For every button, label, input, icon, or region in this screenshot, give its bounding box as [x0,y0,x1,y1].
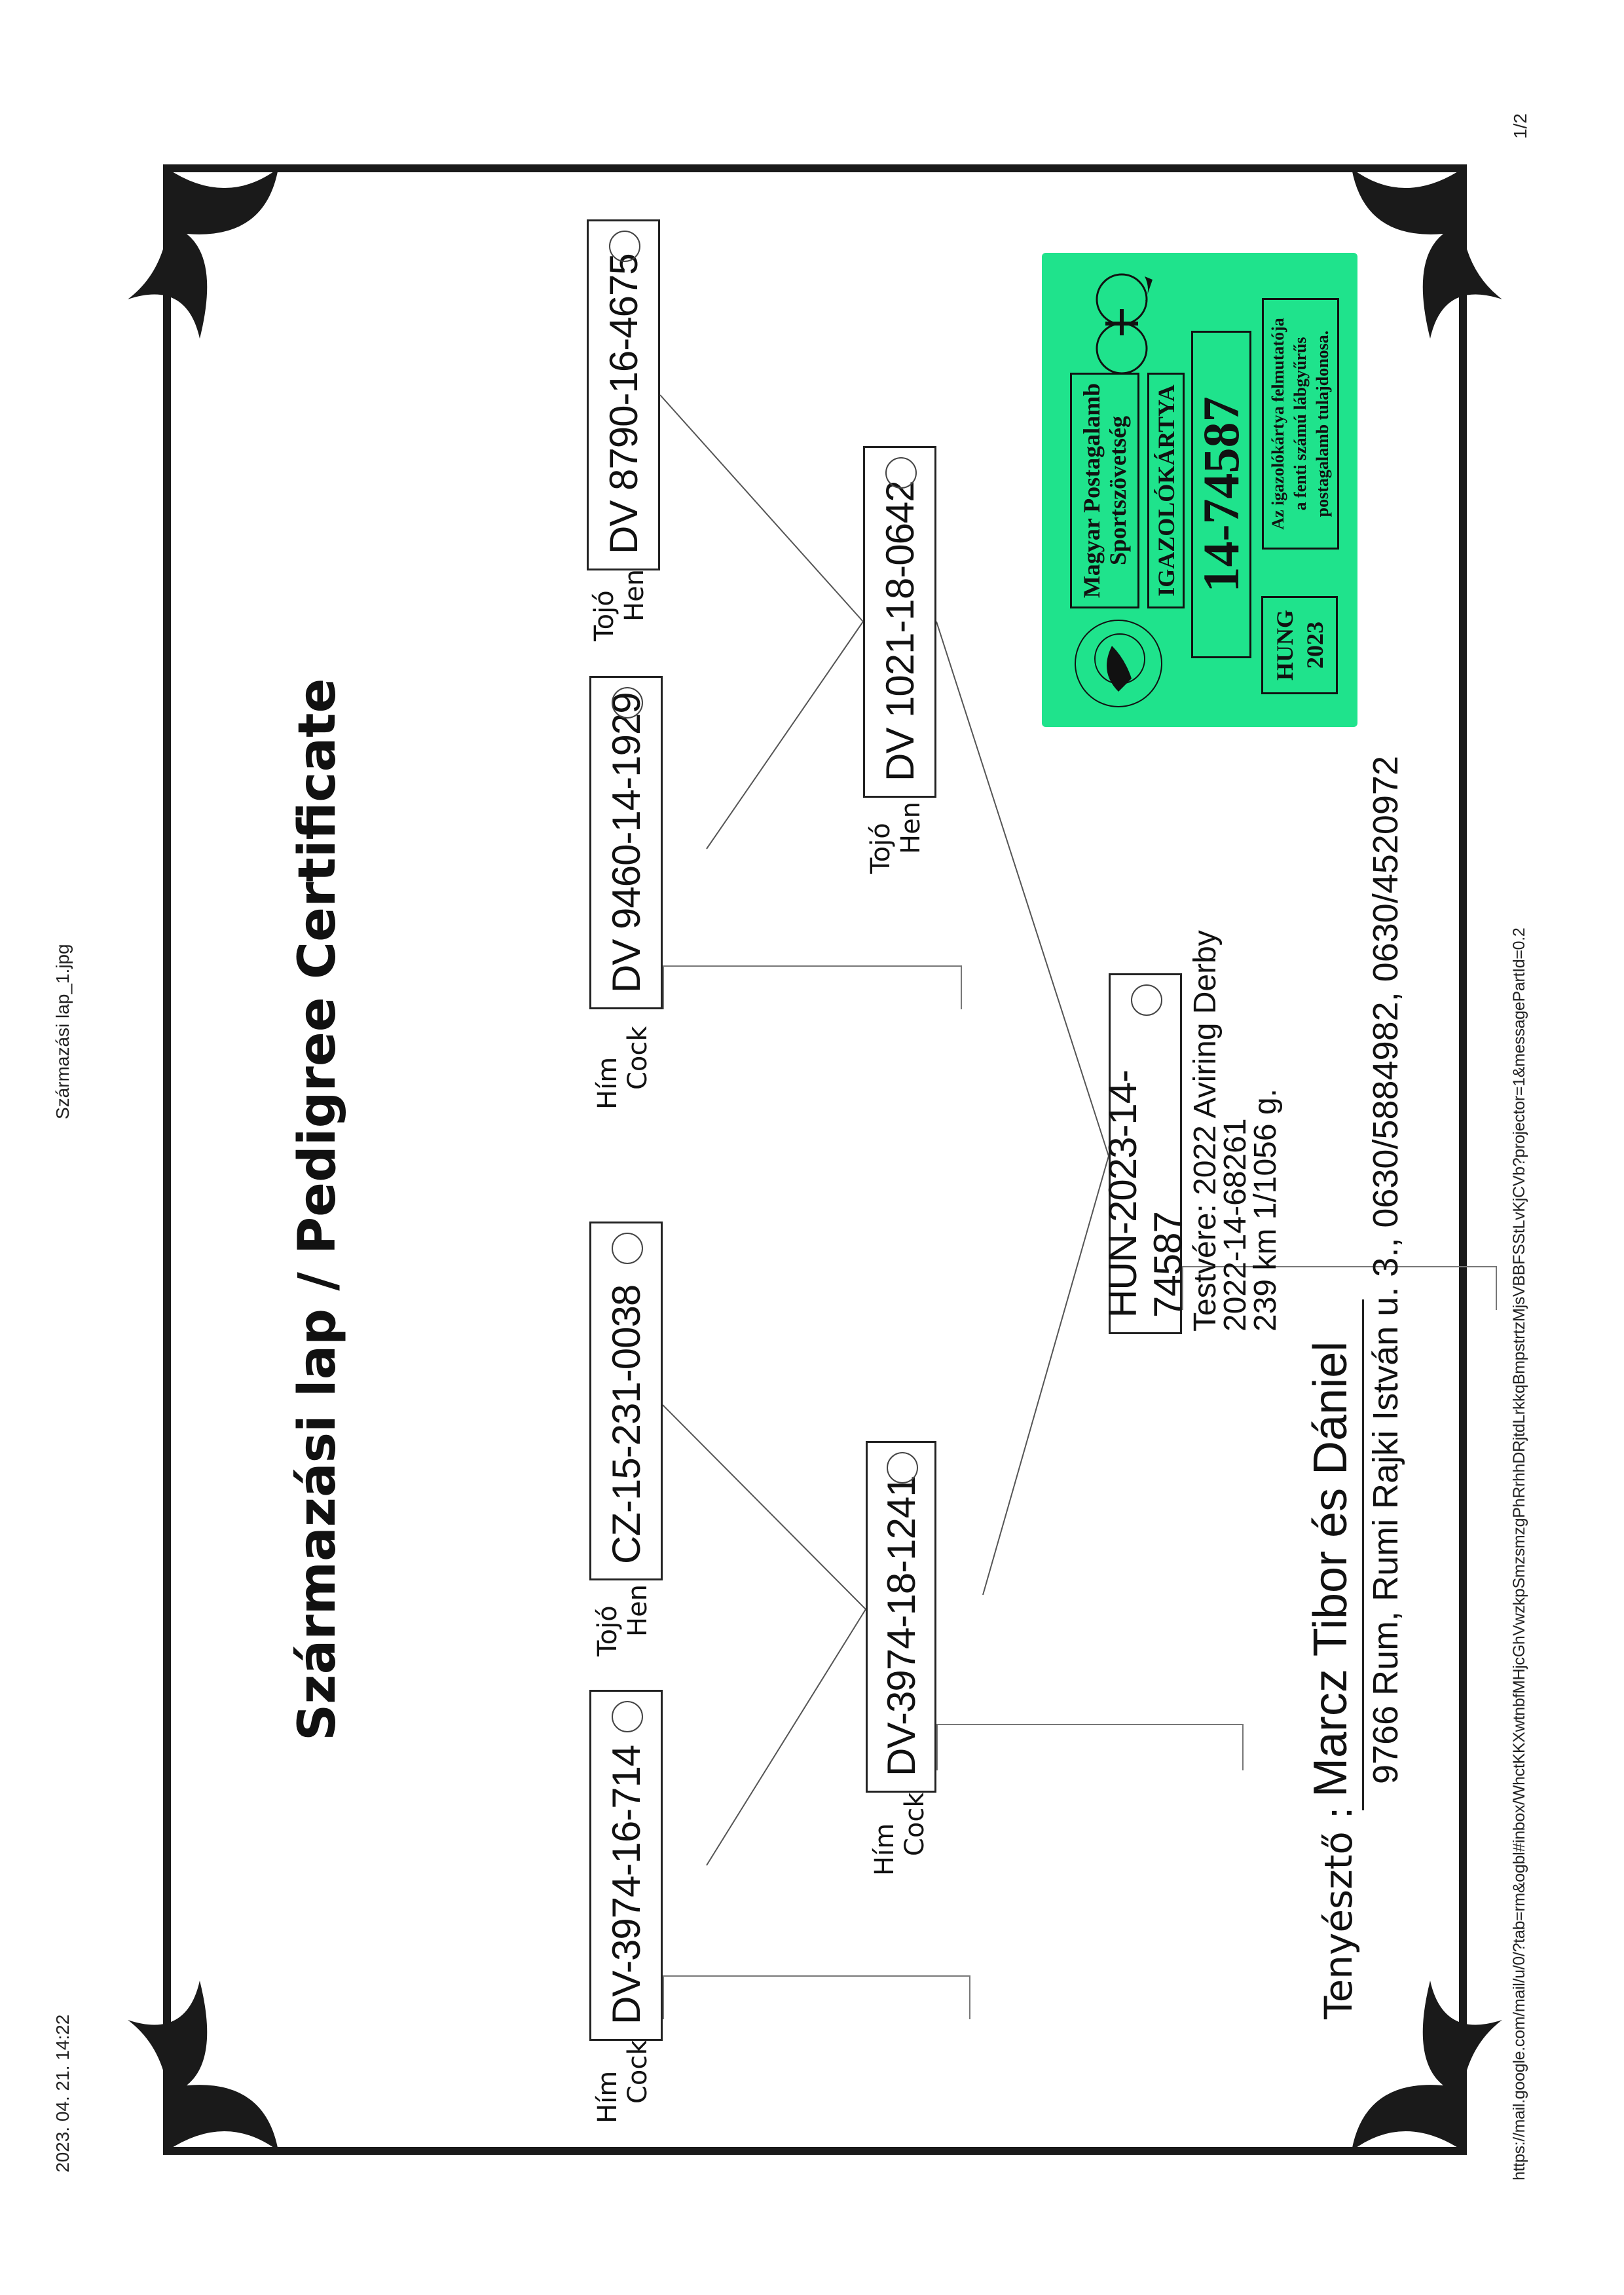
ring-number: DV-3974-18-1241 [879,1476,923,1776]
subject-info: Testvére: 2022 Aviring Derby 2022-14-682… [1188,930,1283,1332]
bird-box-gg-sire-1: DV-3974-16-714 [589,1690,663,2041]
pedigree-lines [659,394,1109,1866]
ring-number: CZ-15-231-0038 [604,1284,648,1564]
breeder-name: Marcz Tibor és Dániel [1300,1299,1364,1810]
circle-icon [612,687,643,718]
sibling-ring: 2022-14-68261 [1218,1118,1253,1332]
circle-icon [612,1233,643,1264]
bird-box-gg-dam-2: DV 8790-16-4675 [587,219,660,570]
bracket [663,1975,970,2019]
seal-logo-icon [1075,620,1162,707]
race-result: 239 km 1/1056 g. [1248,1089,1283,1332]
circle-icon [612,1701,643,1732]
bird-box-gg-dam-1: CZ-15-231-0038 [589,1222,663,1580]
circle-icon [885,457,917,489]
ring-number: DV-3974-16-714 [604,1745,648,2024]
circle-icon [887,1452,918,1483]
bird-box-dam: DV 1021-18-0642 [863,446,936,798]
page-title: Származási lap / Pedigree Certificate [288,678,347,1741]
circle-icon [609,231,640,262]
bird-box-sire: DV-3974-18-1241 [866,1441,936,1793]
ring-number: DV 9460-14-1929 [604,692,648,993]
circle-icon [1131,984,1162,1016]
ring-number: DV 8790-16-4675 [601,253,646,554]
ring-number: DV 1021-18-0642 [877,481,922,781]
globe-logo-icon [1096,273,1153,375]
bird-box-subject: HUN-2023-14-74587 [1101,973,1190,1334]
breeder-label: Tenyésztő : [1316,1806,1361,2019]
ring-number: HUN-2023-14-74587 [1101,1070,1190,1318]
corner-ornaments [128,168,1502,2151]
breeder-address: 9766 Rum, Rumi Rajki István u. 3., 0630/… [1366,755,1405,1784]
sibling-line: Testvére: 2022 Aviring Derby [1188,930,1223,1332]
card-type-box: IGAZOLÓKÁRTYA [1147,373,1185,608]
bracket [936,1724,1244,1770]
bird-box-gg-sire-2: DV 9460-14-1929 [589,676,663,1009]
bracket [663,965,962,1009]
card-number-box: 14-74587 [1191,331,1251,658]
border-frame [163,164,1467,2155]
